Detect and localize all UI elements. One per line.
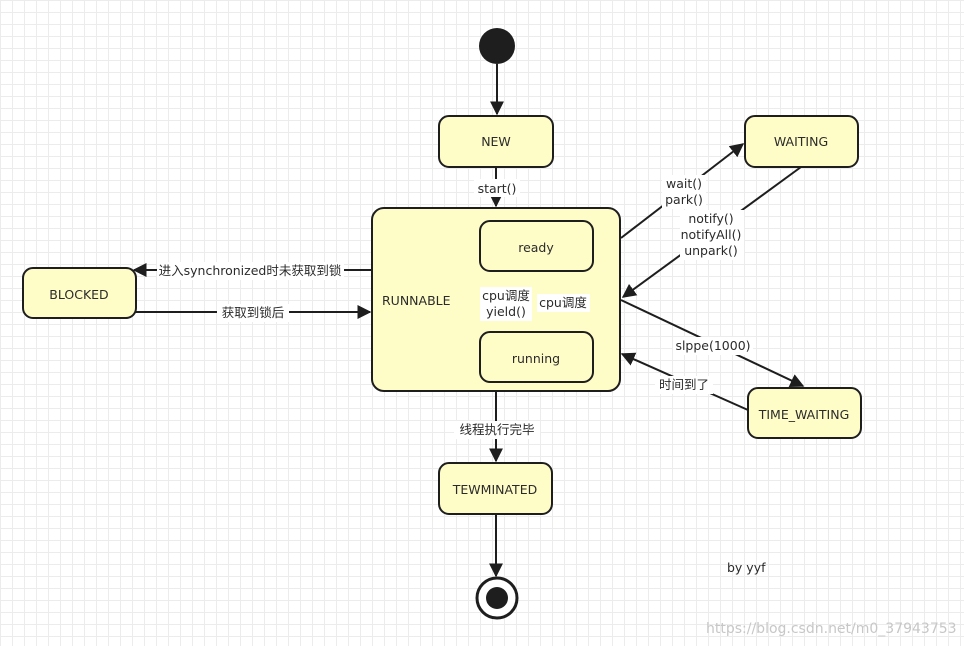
label-time-up-text: 时间到了 [659, 377, 709, 392]
label-finished-text: 线程执行完毕 [459, 422, 534, 437]
state-terminated: TEWMINATED [438, 462, 553, 515]
state-new: NEW [438, 115, 554, 168]
initial-node [479, 28, 515, 64]
state-time-waiting-label: TIME_WAITING [758, 407, 850, 422]
state-time-waiting: TIME_WAITING [747, 387, 862, 439]
state-blocked: BLOCKED [22, 267, 137, 319]
label-cpu-schedule-text: cpu调度 [539, 295, 587, 310]
state-waiting: WAITING [744, 115, 859, 168]
final-node [475, 576, 519, 620]
state-running-label: running [512, 351, 560, 366]
label-time-up: 时间到了 [655, 376, 713, 394]
state-running: running [479, 331, 594, 383]
state-terminated-label: TEWMINATED [452, 482, 537, 497]
state-blocked-label: BLOCKED [49, 287, 108, 302]
label-wait-line-1: wait() [666, 176, 702, 191]
state-ready-label: ready [518, 240, 554, 255]
state-ready: ready [479, 220, 594, 272]
label-blocked-in-text: 进入synchronized时未获取到锁 [159, 263, 342, 278]
label-blocked-out: 获取到锁后 [217, 304, 289, 322]
label-notify-line-1: notify() [688, 211, 733, 226]
label-wait-line-2: park() [665, 192, 703, 207]
state-runnable-label: RUNNABLE [382, 293, 451, 308]
label-cpu-yield-line-1: cpu调度 [482, 288, 530, 303]
label-sleep: slppe(1000) [673, 337, 753, 355]
label-start: start() [474, 179, 520, 197]
state-new-label: NEW [481, 134, 511, 149]
watermark: https://blog.csdn.net/m0_37943753 [706, 621, 957, 637]
label-notify-line-3: unpark() [684, 243, 738, 258]
label-cpu-yield: cpu调度 yield() [480, 287, 532, 321]
label-notify-line-2: notifyAll() [681, 227, 742, 242]
label-wait: wait() park() [662, 175, 706, 209]
state-waiting-label: WAITING [774, 134, 828, 149]
label-blocked-in: 进入synchronized时未获取到锁 [157, 262, 344, 280]
label-cpu-yield-line-2: yield() [486, 304, 526, 319]
label-notify: notify() notifyAll() unpark() [680, 210, 744, 260]
label-sleep-text: slppe(1000) [675, 338, 750, 353]
author-note: by yyf [727, 560, 766, 575]
label-start-text: start() [478, 181, 517, 196]
label-blocked-out-text: 获取到锁后 [222, 305, 285, 320]
label-cpu-schedule: cpu调度 [537, 294, 590, 312]
label-finished: 线程执行完毕 [454, 421, 540, 439]
